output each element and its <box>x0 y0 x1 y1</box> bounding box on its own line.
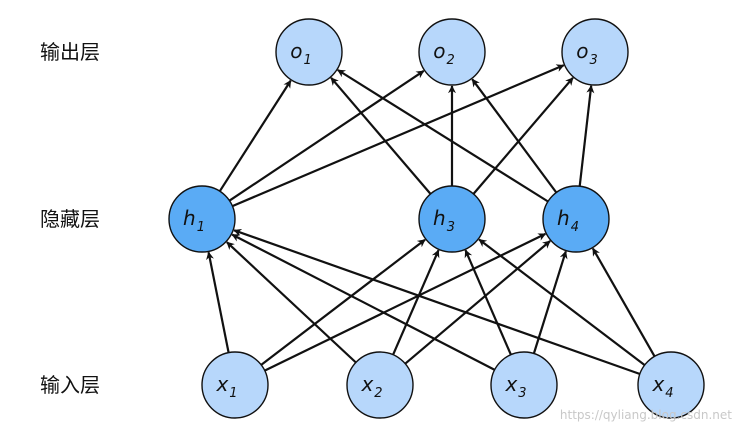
node-label-base: x <box>651 372 664 396</box>
node-h4: h4 <box>542 185 610 253</box>
edge-h4-o3 <box>578 85 595 187</box>
edge-x4-h3 <box>478 238 646 366</box>
edges <box>206 64 656 376</box>
node-label-x1: x1 <box>215 372 237 401</box>
node-h3: h3 <box>418 185 486 253</box>
node-circle-x2 <box>346 351 414 419</box>
node-label-subscript: 1 <box>229 386 237 401</box>
node-h1: h1 <box>168 185 236 253</box>
edge-x2-h3 <box>392 249 440 356</box>
node-circle-x3 <box>490 351 558 419</box>
node-label-x4: x4 <box>651 372 673 401</box>
edge-h3-o3 <box>472 77 574 195</box>
edge-h4-o1 <box>337 69 549 203</box>
edge-x1-h3 <box>260 238 426 366</box>
node-circle-h3 <box>418 185 486 253</box>
node-label-subscript: 1 <box>197 220 205 235</box>
edge-x4-h1 <box>233 228 641 376</box>
edge-x1-h1 <box>206 251 230 353</box>
edge-h1-o3 <box>231 64 565 208</box>
node-label-base: x <box>504 372 517 396</box>
node-label-base: h <box>183 206 196 230</box>
node-label-o2: o2 <box>433 39 455 68</box>
node-label-subscript: 4 <box>665 386 673 401</box>
edge-x4-h4 <box>591 247 656 357</box>
edge-x3-h3 <box>464 249 512 356</box>
node-label-subscript: 4 <box>571 220 579 235</box>
node-label-base: h <box>433 206 446 230</box>
node-o3: o3 <box>561 18 629 86</box>
node-circle-h1 <box>168 185 236 253</box>
edge-x3-h1 <box>231 233 496 371</box>
layer-label-hidden: 隐藏层 <box>40 207 100 231</box>
node-label-base: h <box>557 206 570 230</box>
edge-h4-o2 <box>471 78 558 194</box>
node-o1: o1 <box>275 18 343 86</box>
node-x1: x1 <box>201 351 269 419</box>
node-circle-o1 <box>275 18 343 86</box>
node-label-subscript: 2 <box>446 53 454 68</box>
edge-x1-h4 <box>264 232 547 372</box>
node-label-subscript: 3 <box>447 220 455 235</box>
node-x2: x2 <box>346 351 414 419</box>
watermark: https://qyliang.blog.csdn.net <box>559 408 732 422</box>
node-label-x2: x2 <box>360 372 382 401</box>
layer-label-input: 输入层 <box>40 373 100 397</box>
node-label-o1: o1 <box>290 39 312 68</box>
node-x3: x3 <box>490 351 558 419</box>
layer-label-output: 输出层 <box>40 40 100 64</box>
node-label-base: o <box>576 39 588 63</box>
node-label-x3: x3 <box>504 372 526 401</box>
edge-x2-h1 <box>226 241 357 364</box>
node-label-h3: h3 <box>433 206 455 235</box>
node-x4: x4 <box>637 351 705 419</box>
node-label-base: x <box>215 372 228 396</box>
node-label-subscript: 2 <box>374 386 382 401</box>
edge-h1-o1 <box>218 79 292 192</box>
node-circle-o2 <box>418 18 486 86</box>
node-label-subscript: 3 <box>518 386 526 401</box>
node-circle-x4 <box>637 351 705 419</box>
node-o2: o2 <box>418 18 486 86</box>
node-label-base: o <box>290 39 302 63</box>
node-label-base: x <box>360 372 373 396</box>
node-circle-o3 <box>561 18 629 86</box>
node-circle-x1 <box>201 351 269 419</box>
node-circle-h4 <box>542 185 610 253</box>
node-label-h1: h1 <box>183 206 205 235</box>
edge-h3-o1 <box>330 77 432 195</box>
node-label-o3: o3 <box>576 39 598 68</box>
node-label-subscript: 3 <box>589 53 597 68</box>
edge-x3-h4 <box>532 250 568 354</box>
edge-h1-o2 <box>228 69 425 202</box>
node-label-subscript: 1 <box>303 53 311 68</box>
edge-x2-h4 <box>404 240 551 365</box>
node-label-h4: h4 <box>557 206 579 235</box>
node-label-base: o <box>433 39 445 63</box>
